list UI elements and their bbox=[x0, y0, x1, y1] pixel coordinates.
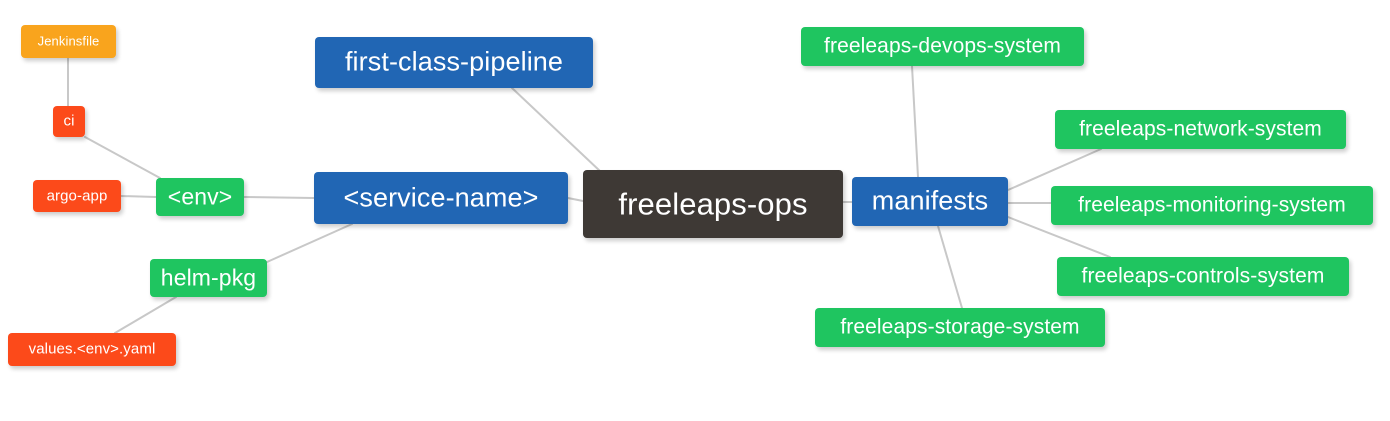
mindmap-node-argo-app[interactable]: argo-app bbox=[33, 180, 121, 212]
node-label-freeleaps-monitoring-system: freeleaps-monitoring-system bbox=[1078, 193, 1346, 217]
node-label-freeleaps-controls-system: freeleaps-controls-system bbox=[1081, 264, 1325, 288]
node-label-manifests: manifests bbox=[871, 185, 989, 216]
mindmap-node-freeleaps-storage-system[interactable]: freeleaps-storage-system bbox=[815, 308, 1105, 347]
mindmap-node-first-class-pipeline[interactable]: first-class-pipeline bbox=[315, 37, 593, 88]
mindmap-node-freeleaps-network-system[interactable]: freeleaps-network-system bbox=[1055, 110, 1346, 149]
mindmap-node-ci[interactable]: ci bbox=[53, 106, 85, 137]
node-label-jenkinsfile: Jenkinsfile bbox=[37, 33, 100, 49]
node-label-freeleaps-devops-system: freeleaps-devops-system bbox=[824, 34, 1061, 58]
mindmap-node-env[interactable]: <env> bbox=[156, 178, 244, 216]
node-label-env: <env> bbox=[167, 183, 233, 209]
mindmap-node-service-name[interactable]: <service-name> bbox=[314, 172, 568, 224]
mindmap-node-freeleaps-monitoring-system[interactable]: freeleaps-monitoring-system bbox=[1051, 186, 1373, 225]
node-label-ci: ci bbox=[63, 112, 75, 130]
mindmap-node-freeleaps-devops-system[interactable]: freeleaps-devops-system bbox=[801, 27, 1084, 66]
node-label-values-env-yaml: values.<env>.yaml bbox=[28, 340, 156, 358]
mindmap-node-freeleaps-controls-system[interactable]: freeleaps-controls-system bbox=[1057, 257, 1349, 296]
mindmap-node-freeleaps-ops[interactable]: freeleaps-ops bbox=[583, 170, 843, 238]
node-label-freeleaps-ops: freeleaps-ops bbox=[618, 186, 808, 221]
node-label-freeleaps-network-system: freeleaps-network-system bbox=[1079, 117, 1322, 141]
node-label-helm-pkg: helm-pkg bbox=[160, 264, 257, 290]
mindmap-node-jenkinsfile[interactable]: Jenkinsfile bbox=[21, 25, 116, 58]
mindmap-node-manifests[interactable]: manifests bbox=[852, 177, 1008, 226]
node-label-first-class-pipeline: first-class-pipeline bbox=[344, 46, 564, 77]
node-label-freeleaps-storage-system: freeleaps-storage-system bbox=[840, 315, 1080, 339]
mindmap-node-helm-pkg[interactable]: helm-pkg bbox=[150, 259, 267, 297]
node-label-argo-app: argo-app bbox=[46, 187, 108, 204]
node-label-service-name: <service-name> bbox=[343, 182, 539, 212]
mindmap-node-values-env-yaml[interactable]: values.<env>.yaml bbox=[8, 333, 176, 366]
